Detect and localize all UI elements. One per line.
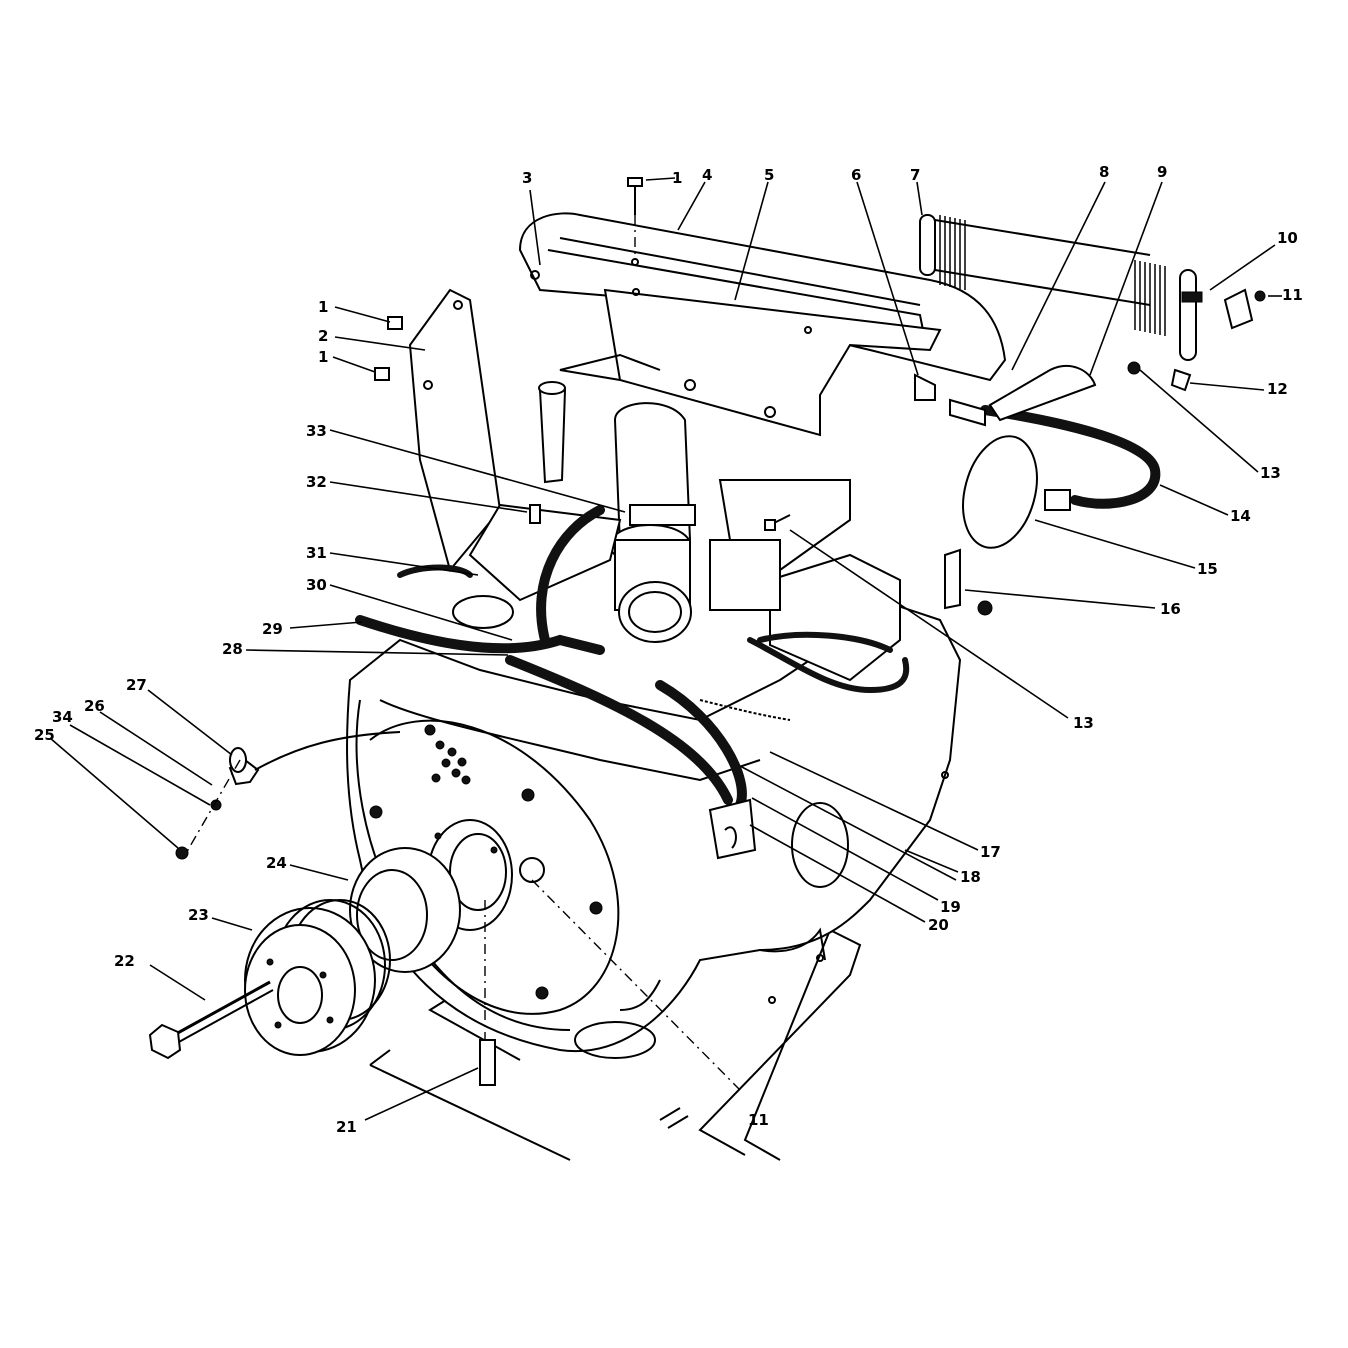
- callout-11: 11: [748, 1111, 769, 1129]
- callout-20: 20: [928, 916, 949, 934]
- callout-33: 33: [306, 422, 327, 440]
- oil-cooler: [919, 214, 1203, 361]
- engine-block: [346, 598, 962, 1059]
- fasteners: [374, 177, 1266, 1091]
- callout-19: 19: [940, 898, 961, 916]
- callout-11: 11: [1282, 286, 1303, 304]
- callout-4: 4: [702, 166, 712, 184]
- callout-13: 13: [1073, 714, 1094, 732]
- callout-2: 2: [318, 327, 328, 345]
- callout-25: 25: [34, 726, 55, 744]
- callout-22: 22: [114, 952, 135, 970]
- callout-3: 3: [522, 169, 532, 187]
- cylinder-heads: [452, 479, 901, 682]
- pulley-assembly: [148, 847, 461, 1060]
- callout-34: 34: [52, 708, 73, 726]
- callout-30: 30: [306, 576, 327, 594]
- muffler: [962, 365, 1097, 549]
- callout-6: 6: [851, 166, 861, 184]
- callout-13: 13: [1260, 464, 1281, 482]
- callout-7: 7: [910, 166, 920, 184]
- callout-18: 18: [960, 868, 981, 886]
- ground-terminal-parts: [175, 731, 401, 860]
- callout-21: 21: [336, 1118, 357, 1136]
- callout-28: 28: [222, 640, 243, 658]
- callout-1: 1: [318, 298, 328, 316]
- fuel-pump: [708, 798, 757, 860]
- leader-lines: [49, 177, 1282, 1121]
- callout-16: 16: [1160, 600, 1181, 618]
- callouts: 1 1 1 2 3 4 5 6 7 8 9 10 11 11 12 13 13 …: [34, 163, 1303, 1136]
- callout-1: 1: [672, 169, 682, 187]
- callout-27: 27: [126, 676, 147, 694]
- air-cleaner: [538, 381, 696, 643]
- callout-5: 5: [764, 166, 774, 184]
- callout-32: 32: [306, 473, 327, 491]
- callout-10: 10: [1277, 229, 1298, 247]
- callout-26: 26: [84, 697, 105, 715]
- callout-9: 9: [1157, 163, 1167, 181]
- callout-15: 15: [1197, 560, 1218, 578]
- callout-17: 17: [980, 843, 1001, 861]
- callout-8: 8: [1099, 163, 1109, 181]
- callout-31: 31: [306, 544, 327, 562]
- callout-14: 14: [1230, 507, 1251, 525]
- shroud-panel: [408, 212, 1007, 573]
- callout-29: 29: [262, 620, 283, 638]
- callout-23: 23: [188, 906, 209, 924]
- callout-1: 1: [318, 348, 328, 366]
- callout-24: 24: [266, 854, 287, 872]
- callout-12: 12: [1267, 380, 1288, 398]
